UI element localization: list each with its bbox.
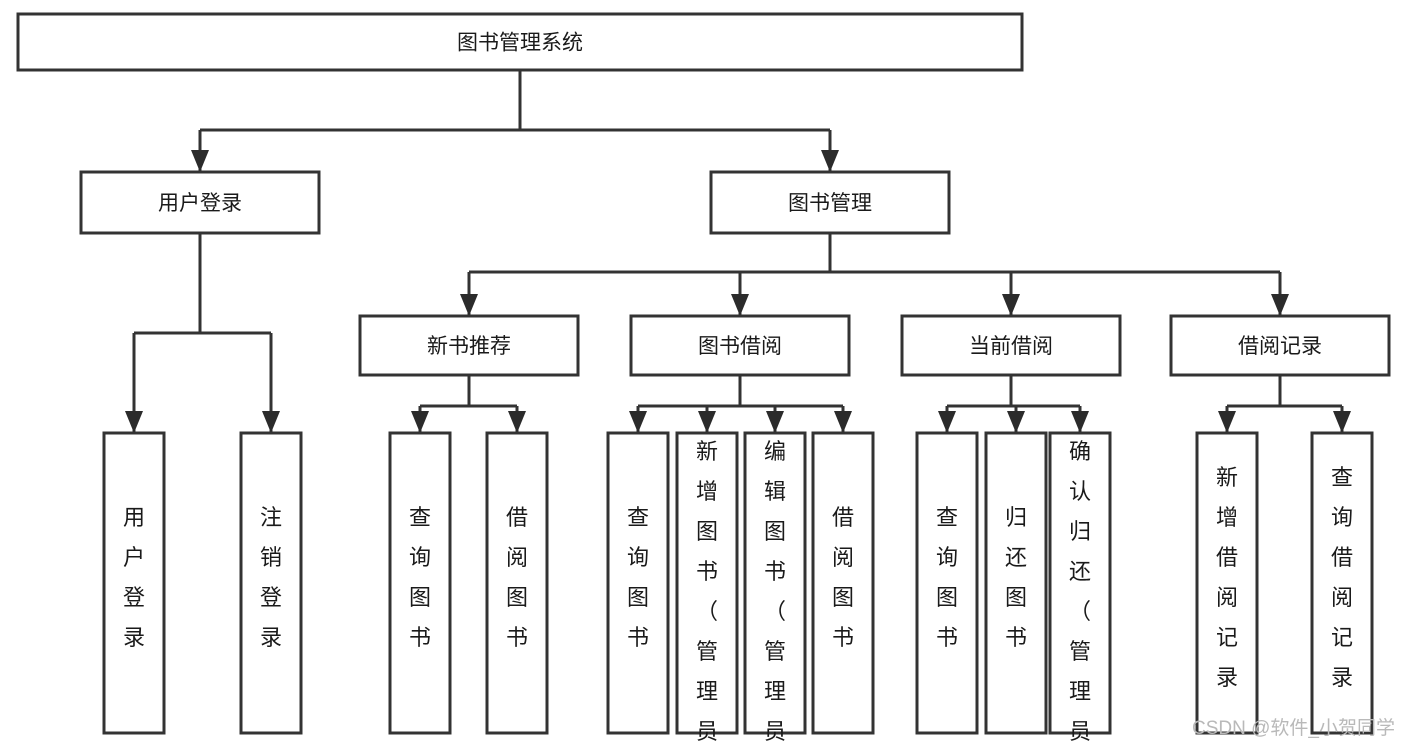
arrow-head-icon xyxy=(1002,294,1020,316)
node-box xyxy=(709,170,951,235)
node-borrow-record[interactable]: 借阅记录 xyxy=(1169,314,1391,377)
arrow-head-icon xyxy=(1271,294,1289,316)
node-label-vertical: 查询图书 xyxy=(409,505,431,650)
node-label-vertical: 注销登录 xyxy=(260,505,282,650)
node-leaf-add-book[interactable]: 新增图书（管理员） xyxy=(675,431,739,747)
node-box xyxy=(485,431,549,735)
node-label: 图书管理系统 xyxy=(457,32,583,55)
node-label-vertical: 查询借阅记录 xyxy=(1331,465,1353,690)
arrow-head-icon xyxy=(411,411,429,433)
node-label: 借阅记录 xyxy=(1238,335,1322,358)
arrow-head-icon xyxy=(191,150,209,172)
node-leaf-query-record[interactable]: 查询借阅记录 xyxy=(1310,431,1374,735)
node-label-vertical: 用户登录 xyxy=(123,505,145,650)
node-box xyxy=(1310,431,1374,735)
node-label-vertical: 归还图书 xyxy=(1005,505,1027,650)
node-box xyxy=(984,431,1048,735)
node-label: 图书借阅 xyxy=(698,335,782,358)
arrow-head-icon xyxy=(731,294,749,316)
node-box xyxy=(358,314,580,377)
node-current-borrow[interactable]: 当前借阅 xyxy=(900,314,1122,377)
node-leaf-query-book-1[interactable]: 查询图书 xyxy=(388,431,452,735)
node-label-vertical: 查询图书 xyxy=(627,505,649,650)
node-label: 用户登录 xyxy=(158,192,242,215)
arrow-head-icon xyxy=(508,411,526,433)
node-label-vertical: 借阅图书 xyxy=(832,505,854,650)
node-box xyxy=(1195,431,1259,735)
arrow-head-icon xyxy=(821,150,839,172)
connector-layer xyxy=(125,70,1351,433)
node-label-vertical: 新增借阅记录 xyxy=(1216,465,1238,690)
node-label: 当前借阅 xyxy=(969,335,1053,358)
arrow-head-icon xyxy=(766,411,784,433)
node-box xyxy=(102,431,166,735)
node-box xyxy=(811,431,875,735)
node-leaf-borrow-book-2[interactable]: 借阅图书 xyxy=(811,431,875,735)
node-new-book-rec[interactable]: 新书推荐 xyxy=(358,314,580,377)
arrow-head-icon xyxy=(460,294,478,316)
node-label-vertical: 查询图书 xyxy=(936,505,958,650)
node-leaf-borrow-book-1[interactable]: 借阅图书 xyxy=(485,431,549,735)
node-label: 图书管理 xyxy=(788,192,872,215)
node-box xyxy=(743,431,807,735)
arrow-head-icon xyxy=(1007,411,1025,433)
csdn-watermark: CSDN @软件_小贺同学 xyxy=(1192,717,1395,739)
node-box xyxy=(388,431,452,735)
node-box xyxy=(79,170,321,235)
node-label-vertical: 新增图书（管理员） xyxy=(696,439,718,747)
arrow-head-icon xyxy=(1218,411,1236,433)
node-box xyxy=(629,314,851,377)
arrow-head-icon xyxy=(1071,411,1089,433)
node-leaf-edit-book[interactable]: 编辑图书（管理员） xyxy=(743,431,807,747)
node-box xyxy=(16,12,1024,72)
node-label-vertical: 编辑图书（管理员） xyxy=(764,439,786,747)
node-box xyxy=(900,314,1122,377)
node-book-manage[interactable]: 图书管理 xyxy=(709,170,951,235)
node-box xyxy=(239,431,303,735)
node-box xyxy=(1169,314,1391,377)
node-leaf-query-book-2[interactable]: 查询图书 xyxy=(606,431,670,735)
node-leaf-query-book-3[interactable]: 查询图书 xyxy=(915,431,979,735)
node-box xyxy=(915,431,979,735)
node-root[interactable]: 图书管理系统 xyxy=(16,12,1024,72)
node-label: 新书推荐 xyxy=(427,335,511,358)
node-user-login[interactable]: 用户登录 xyxy=(79,170,321,235)
arrow-head-icon xyxy=(125,411,143,433)
arrow-head-icon xyxy=(834,411,852,433)
node-box xyxy=(1048,431,1112,735)
node-leaf-user-logout[interactable]: 注销登录 xyxy=(239,431,303,735)
node-leaf-confirm-return[interactable]: 确认归还（管理员） xyxy=(1048,431,1112,747)
node-leaf-return-book[interactable]: 归还图书 xyxy=(984,431,1048,735)
node-box xyxy=(675,431,739,735)
node-book-borrow[interactable]: 图书借阅 xyxy=(629,314,851,377)
arrow-head-icon xyxy=(629,411,647,433)
arrow-head-icon xyxy=(938,411,956,433)
node-leaf-user-login[interactable]: 用户登录 xyxy=(102,431,166,735)
node-label-vertical: 确认归还（管理员） xyxy=(1069,439,1091,747)
node-layer: 图书管理系统用户登录图书管理新书推荐图书借阅当前借阅借阅记录用户登录注销登录查询… xyxy=(16,12,1391,747)
node-leaf-add-record[interactable]: 新增借阅记录 xyxy=(1195,431,1259,735)
arrow-head-icon xyxy=(262,411,280,433)
node-box xyxy=(606,431,670,735)
arrow-head-icon xyxy=(698,411,716,433)
node-label-vertical: 借阅图书 xyxy=(506,505,528,650)
arrow-head-icon xyxy=(1333,411,1351,433)
